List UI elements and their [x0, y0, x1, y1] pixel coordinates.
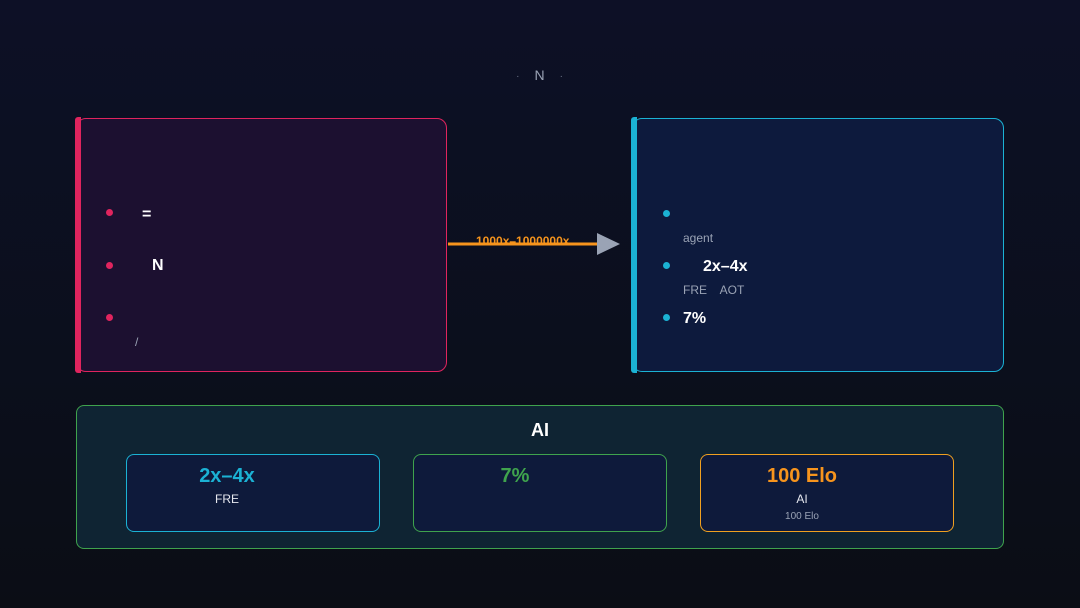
page-title-text: N: [534, 67, 546, 83]
bullet-dot: [663, 210, 670, 217]
right-item-3-text: 7%: [683, 310, 707, 327]
right-card-accent-bar: [631, 117, 637, 373]
bullet-dot: [663, 262, 670, 269]
stat-value: 7%: [500, 465, 530, 487]
bullet-dot: [106, 209, 113, 216]
left-item-3-sub: /: [135, 335, 139, 349]
left-item-2-text: N: [152, 257, 164, 274]
page-title: · N ·: [0, 67, 1080, 83]
stat-card-percent: 7%: [413, 454, 667, 532]
stat-label: AI: [796, 492, 808, 506]
title-dot-right: ·: [559, 70, 564, 82]
left-card-accent-bar: [75, 117, 81, 373]
left-card: = N /: [75, 117, 447, 373]
right-card: agent 2x–4x FRE AOT 7%: [631, 117, 1004, 373]
right-item-2-sub: FRE AOT: [683, 283, 745, 297]
right-item-2-text: 2x–4x: [703, 258, 748, 275]
stat-value: 100 Elo: [766, 465, 838, 487]
bullet-dot: [106, 262, 113, 269]
stat-card-elo: 100 Elo AI 100 Elo: [700, 454, 954, 532]
stat-label: FRE: [215, 492, 239, 506]
summary-title: AI: [531, 420, 549, 440]
title-dot-left: ·: [516, 70, 521, 82]
summary-panel: AI 2x–4x FRE 7% 100 Elo AI 100 Elo: [76, 405, 1004, 549]
stat-value: 2x–4x: [199, 465, 255, 487]
bullet-dot: [663, 314, 670, 321]
stat-card-speedup: 2x–4x FRE: [126, 454, 380, 532]
right-item-1-sub: agent: [683, 231, 714, 245]
arrow-right-icon: [448, 233, 620, 255]
arrow-label: 1000x–1000000x: [476, 234, 570, 248]
left-item-1-text: =: [142, 206, 152, 223]
stat-sub: 100 Elo: [785, 511, 819, 522]
bullet-dot: [106, 314, 113, 321]
